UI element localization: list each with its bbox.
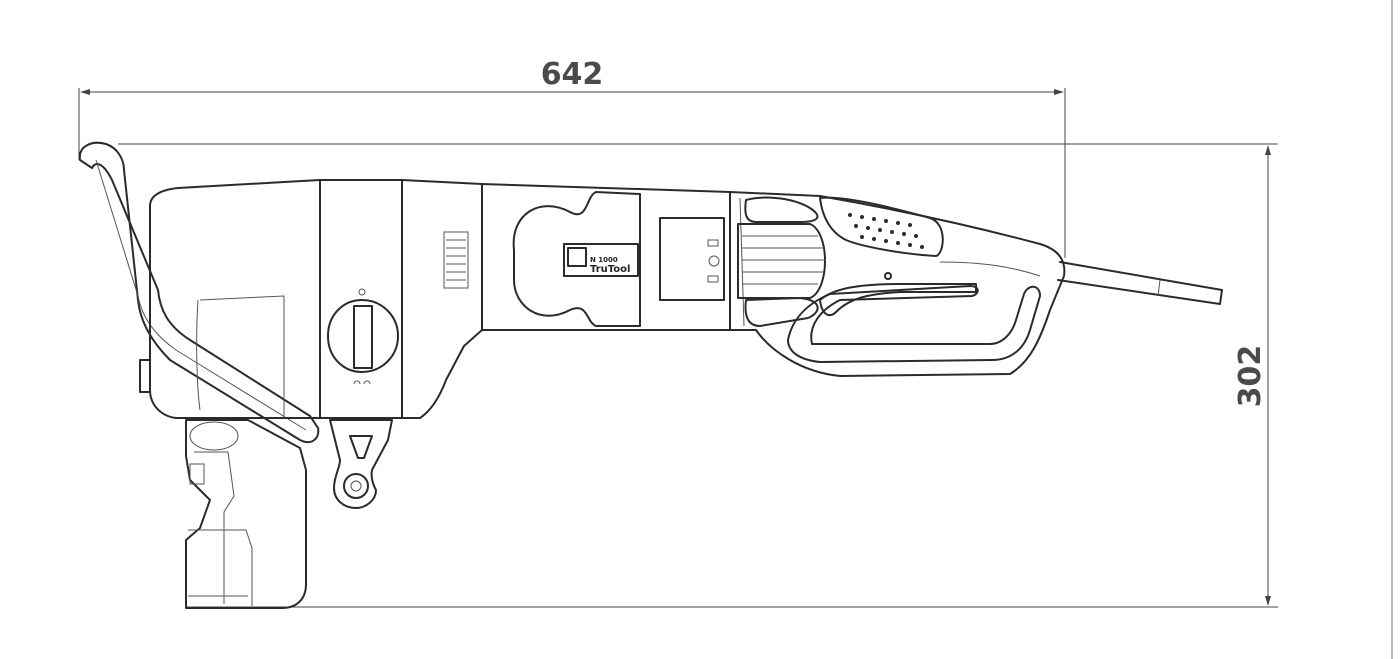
switch-plate xyxy=(659,217,725,301)
switch-screw xyxy=(708,255,720,267)
grip-panel xyxy=(819,196,944,257)
cooling-grille xyxy=(737,223,826,299)
trigger-switch xyxy=(819,283,977,317)
die-inner-line xyxy=(194,451,235,604)
vent-grille-small xyxy=(443,231,469,289)
handle-front-edge xyxy=(739,197,745,327)
support-roller xyxy=(343,473,369,499)
knob-position-symbol xyxy=(353,380,371,385)
gear-head-housing xyxy=(149,179,321,419)
height-dimension-label: 302 xyxy=(1233,345,1268,408)
grip-texture-dots xyxy=(848,213,924,249)
label-plate-frame xyxy=(563,243,639,277)
handle-grip-opening xyxy=(787,285,1041,363)
right-border-line xyxy=(1391,0,1393,659)
bow-handle-inner-line xyxy=(95,159,307,431)
die-opening xyxy=(189,421,239,451)
knob-marker-dot xyxy=(358,288,366,296)
height-dimension: 302 xyxy=(118,143,1278,608)
handle-lower-vent xyxy=(744,297,819,327)
label-plate-model: N 1000 xyxy=(590,256,618,264)
die-latch xyxy=(189,463,205,485)
width-dimension-label: 642 xyxy=(541,57,604,92)
support-swivel-bracket xyxy=(329,419,393,509)
side-clamp xyxy=(139,359,151,393)
vent-grille-lines xyxy=(446,239,466,281)
rotary-adjust-knob xyxy=(327,299,399,373)
gear-head-curve xyxy=(196,299,201,411)
auxiliary-bow-handle xyxy=(78,141,320,444)
width-dimension: 642 xyxy=(78,57,1066,258)
power-cable xyxy=(1057,261,1223,305)
handle-seam-line xyxy=(939,261,1041,277)
switch-slot-bottom xyxy=(707,275,719,283)
switch-slot-top xyxy=(707,239,719,247)
middle-housing xyxy=(319,179,403,419)
cable-sleeve-end xyxy=(1157,279,1161,297)
lock-button xyxy=(884,272,892,280)
label-plate-logo xyxy=(567,247,587,267)
support-roller-hub xyxy=(350,480,362,492)
brand-label-plate: N 1000 TruTool xyxy=(563,243,639,277)
nibbler-tool-outline: N 1000 TruTool xyxy=(78,141,1223,609)
label-plate-brand: TruTool xyxy=(590,264,630,275)
cooling-grille-lines xyxy=(742,235,826,285)
knob-grip xyxy=(353,305,373,369)
transition-housing xyxy=(401,179,483,419)
gear-head-inner-line xyxy=(199,295,285,418)
swivel-bracket-slot xyxy=(349,435,373,459)
die-holder xyxy=(185,419,307,609)
punch-inner-line xyxy=(188,529,253,606)
motor-panel-recess xyxy=(512,191,641,327)
handle-upper-vent xyxy=(744,196,819,223)
